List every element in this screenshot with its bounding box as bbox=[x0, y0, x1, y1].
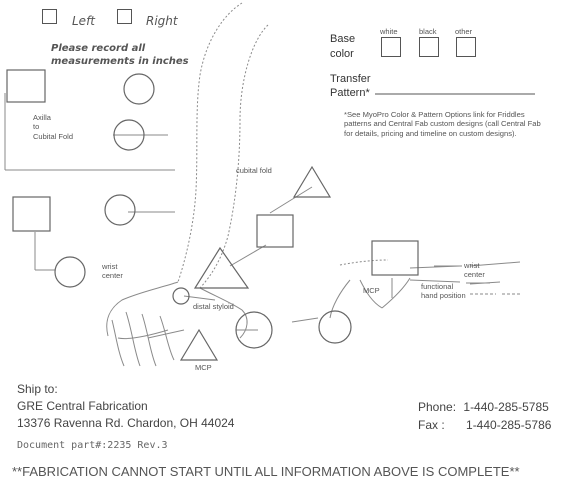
mcp-label-right: MCP bbox=[363, 286, 380, 295]
measure-box-upper-arm bbox=[6, 69, 46, 103]
right-checkbox[interactable] bbox=[117, 9, 132, 24]
fax-number: 1-440-285-5786 bbox=[466, 418, 552, 432]
axilla-label-line3: Cubital Fold bbox=[33, 131, 74, 141]
distal-styloid-label: distal styloid bbox=[193, 302, 234, 311]
measure-box-functional bbox=[371, 240, 419, 276]
ship-to-name: GRE Central Fabrication bbox=[17, 399, 148, 413]
axilla-label-line2: to bbox=[33, 122, 40, 132]
measure-triangle-cubital bbox=[292, 165, 332, 198]
base-color-black-box[interactable] bbox=[419, 37, 439, 57]
base-color-white-label: white bbox=[380, 27, 398, 36]
base-color-other-label: other bbox=[455, 27, 473, 36]
ship-to-address: 13376 Ravenna Rd. Chardon, OH 44024 bbox=[17, 416, 235, 430]
phone-label: Phone: bbox=[418, 400, 457, 414]
wrist-center-left-line2: center bbox=[102, 271, 123, 281]
document-part: Document part#:2235 Rev.3 bbox=[17, 440, 168, 451]
base-color-label-2: color bbox=[330, 48, 354, 60]
fax-label: Fax : bbox=[418, 418, 445, 432]
base-color-label-1: Base bbox=[330, 33, 356, 45]
right-label: Right bbox=[146, 14, 178, 28]
ship-to-title: Ship to: bbox=[17, 382, 58, 396]
wrist-center-right-line2: center bbox=[464, 270, 485, 280]
functional-line1: functional bbox=[421, 282, 454, 291]
measure-circle-upper-1 bbox=[123, 73, 155, 105]
wrist-center-right-line1: wrist bbox=[464, 261, 480, 270]
axilla-label: Axilla to Cubital Fold bbox=[33, 113, 73, 141]
functional-hand-label: functional hand position bbox=[421, 282, 466, 301]
axilla-label-line1: Axilla bbox=[33, 113, 51, 122]
ship-to-block: Ship to: GRE Central Fabrication 13376 R… bbox=[17, 381, 234, 432]
wrist-center-label-right: wrist center bbox=[464, 261, 485, 280]
base-color-white-box[interactable] bbox=[381, 37, 401, 57]
warning-banner: **FABRICATION CANNOT START UNTIL ALL INF… bbox=[12, 464, 520, 479]
measure-circle-mcp bbox=[318, 310, 352, 344]
measure-triangle-mcp bbox=[179, 328, 219, 361]
instructions-line-1: Please record all bbox=[51, 43, 146, 54]
contact-block: Phone: 1-440-285-5785 Fax : 1-440-285-57… bbox=[418, 398, 551, 434]
transfer-label-2: Pattern* bbox=[330, 87, 370, 99]
measure-box-elbow bbox=[256, 214, 294, 248]
measure-triangle-wrist bbox=[193, 246, 250, 289]
measure-circle-upper-2 bbox=[113, 119, 145, 151]
phone-row: Phone: 1-440-285-5785 bbox=[418, 398, 551, 416]
left-checkbox[interactable] bbox=[42, 9, 57, 24]
phone-number: 1-440-285-5785 bbox=[463, 400, 549, 414]
instructions-line-2: measurements in inches bbox=[51, 56, 189, 67]
transfer-note: *See MyoPro Color & Pattern Options link… bbox=[344, 110, 541, 138]
fax-row: Fax : 1-440-285-5786 bbox=[418, 416, 551, 434]
measure-circle-distal-styloid bbox=[172, 287, 190, 305]
wrist-center-label-left: wrist center bbox=[102, 262, 123, 281]
measure-box-forearm bbox=[12, 196, 51, 232]
measure-circle-palm bbox=[235, 311, 273, 349]
cubital-fold-label: cubital fold bbox=[236, 166, 272, 175]
wrist-center-left-line1: wrist bbox=[102, 262, 118, 271]
transfer-label-1: Transfer bbox=[330, 73, 371, 85]
base-color-black-label: black bbox=[419, 27, 437, 36]
measure-circle-wrist bbox=[54, 256, 86, 288]
mcp-label-bottom: MCP bbox=[195, 363, 212, 372]
measure-circle-forearm bbox=[104, 194, 136, 226]
base-color-other-box[interactable] bbox=[456, 37, 476, 57]
left-label: Left bbox=[72, 14, 95, 28]
functional-line2: hand position bbox=[421, 291, 466, 301]
